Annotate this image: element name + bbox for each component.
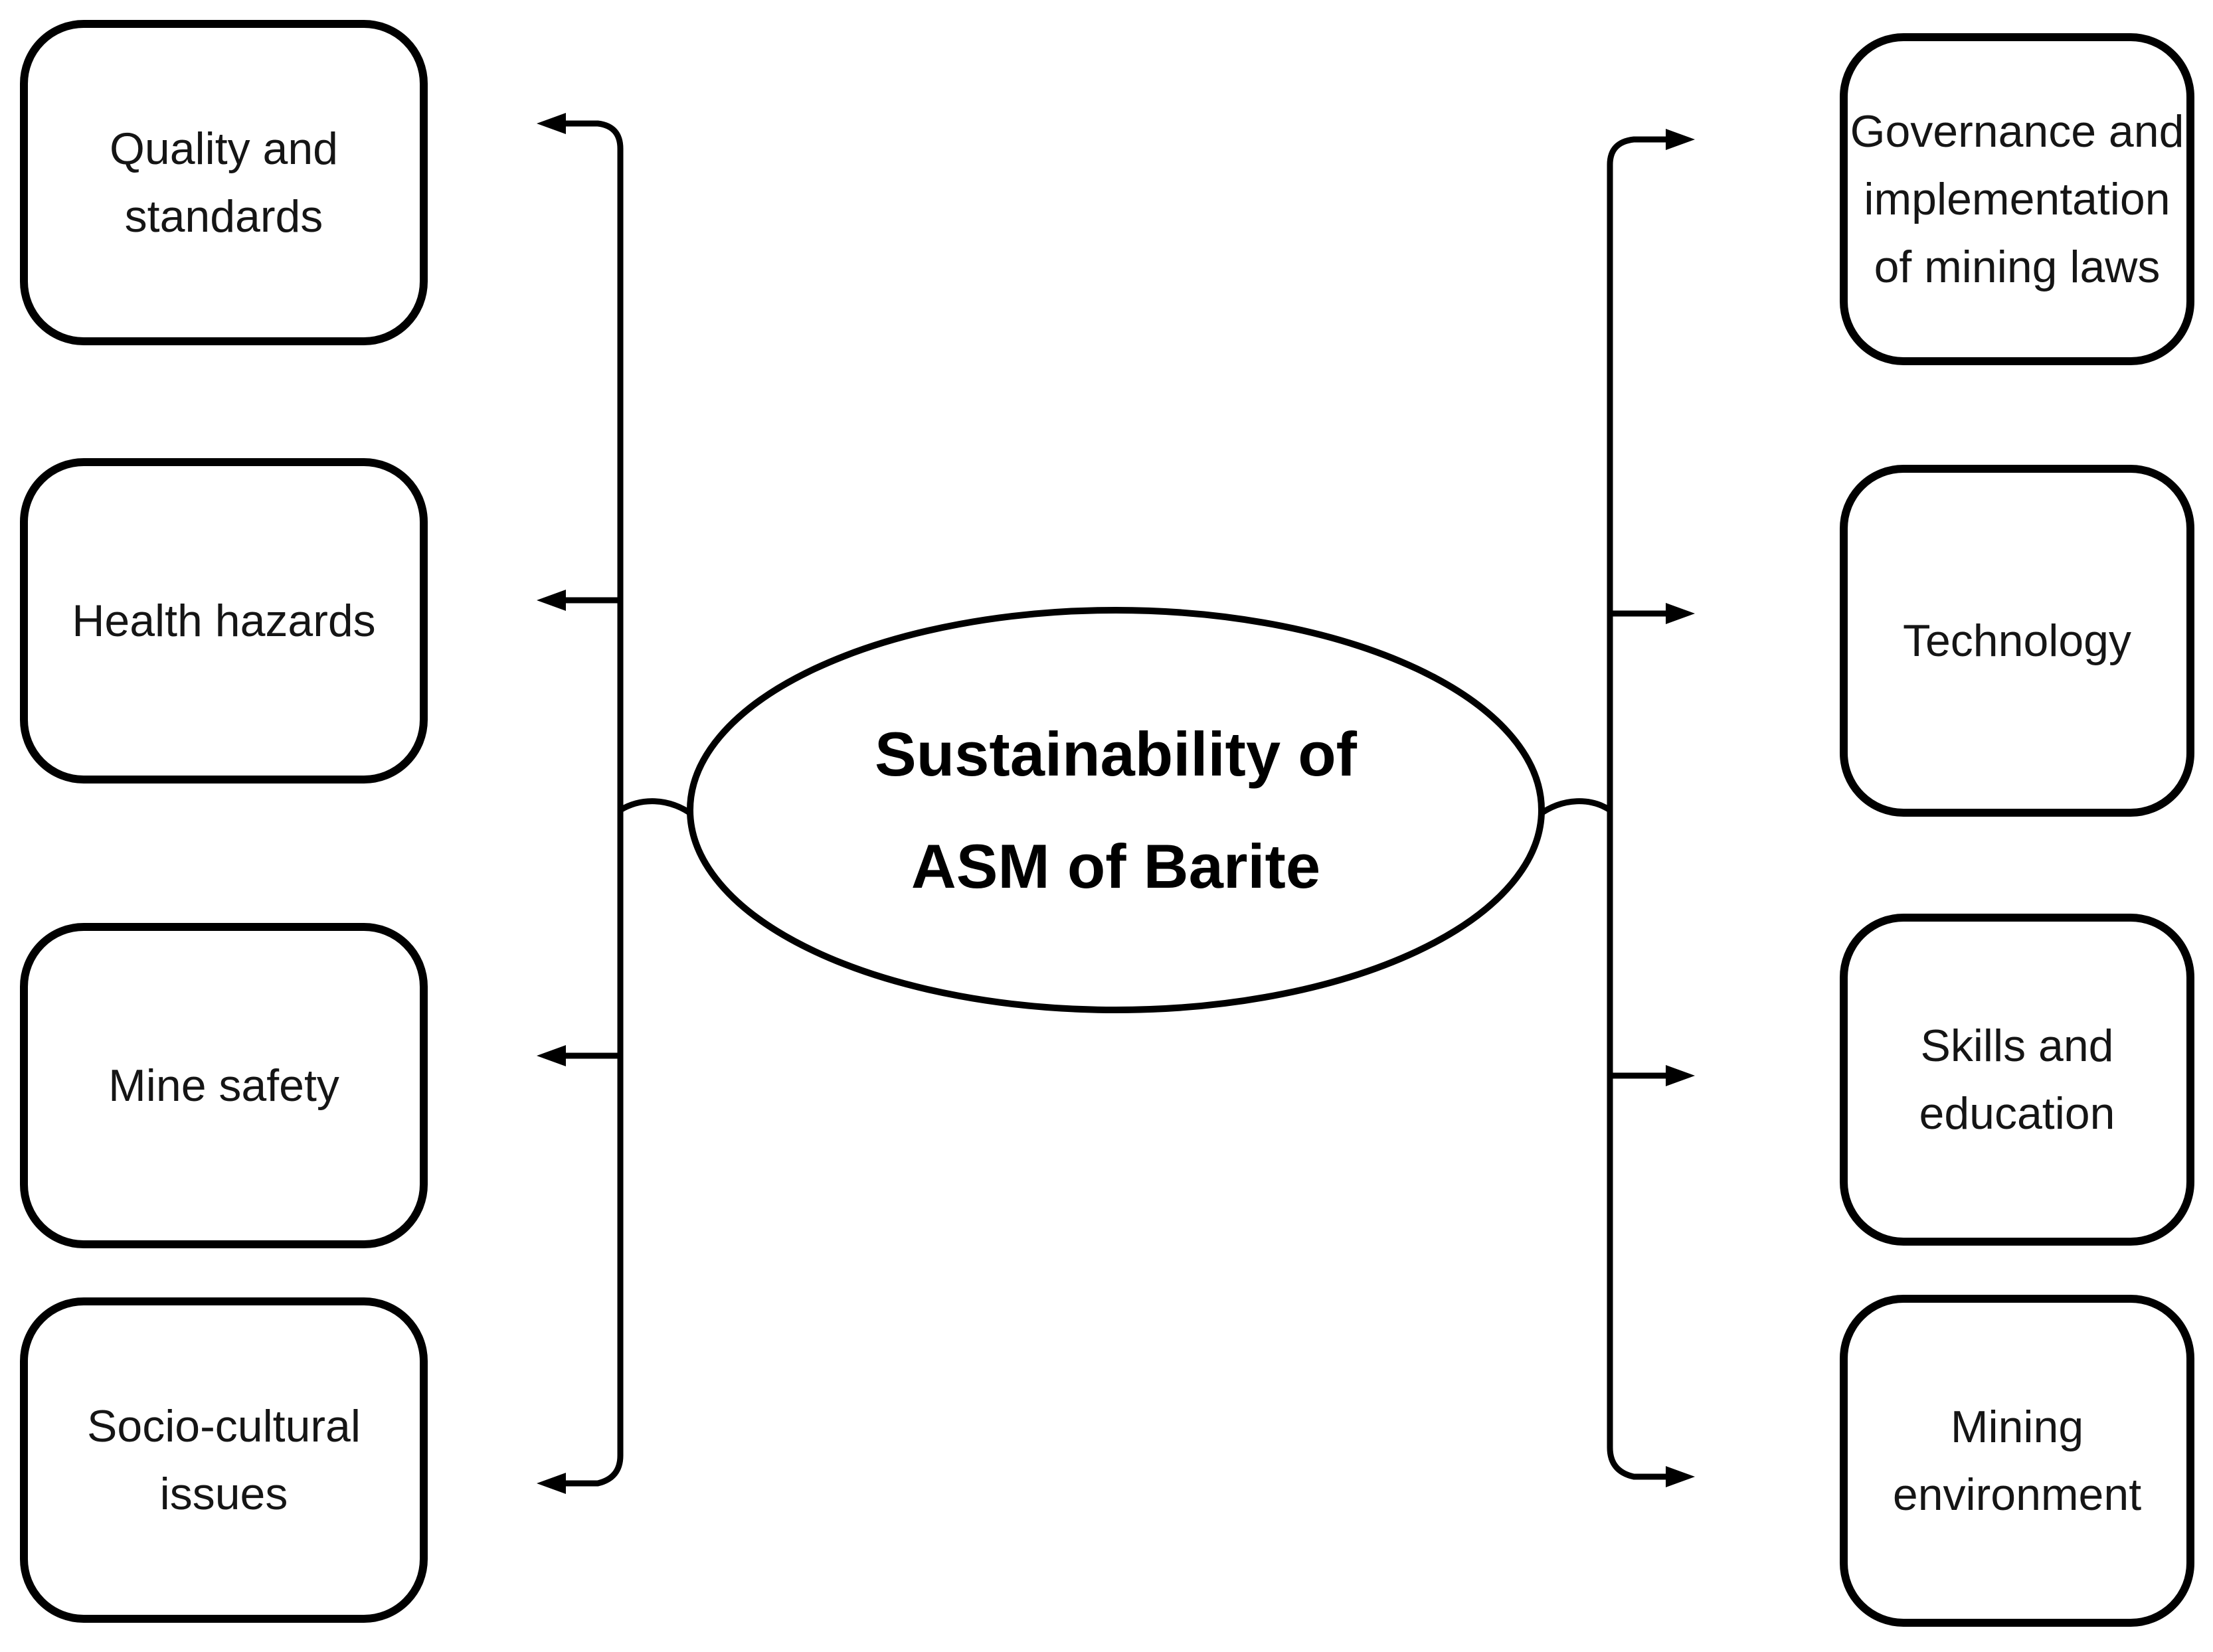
arrowhead-left-quality: [537, 113, 566, 134]
node-label-governance-mining-laws: Governance and implementation of mining …: [1850, 106, 2184, 292]
arrowhead-left-socio: [537, 1473, 566, 1494]
arrowhead-right-governance: [1666, 129, 1695, 150]
node-label-skills-and-education: Skills and education: [1919, 1021, 2115, 1139]
left-junction-connector: [617, 798, 697, 819]
node-label-mining-environment: Mining environment: [1892, 1402, 2142, 1520]
node-skills-and-education: Skills and education: [1840, 914, 2194, 1246]
node-governance-mining-laws: Governance and implementation of mining …: [1840, 33, 2194, 365]
node-mining-environment: Mining environment: [1840, 1295, 2194, 1627]
left-bracket-connector: [544, 120, 624, 1487]
arrowhead-left-health: [537, 590, 566, 611]
node-label-quality-and-standards: Quality and standards: [110, 124, 338, 242]
center-ellipse-node: Sustainability of ASM of Barite: [687, 607, 1545, 1013]
node-technology: Technology: [1840, 465, 2194, 817]
node-quality-and-standards: Quality and standards: [20, 20, 428, 345]
node-mine-safety: Mine safety: [20, 923, 428, 1248]
node-label-technology: Technology: [1902, 616, 2132, 666]
node-label-health-hazards: Health hazards: [72, 596, 376, 646]
node-health-hazards: Health hazards: [20, 458, 428, 784]
center-ellipse-outline: [687, 607, 1545, 1013]
arrowhead-right-mining-env: [1666, 1466, 1695, 1487]
node-label-socio-cultural-issues: Socio-cultural issues: [87, 1401, 361, 1519]
arrowhead-left-mine-safety: [537, 1045, 566, 1066]
node-socio-cultural-issues: Socio-cultural issues: [20, 1297, 428, 1623]
arrowhead-right-technology: [1666, 603, 1695, 624]
arrowhead-right-skills: [1666, 1065, 1695, 1086]
node-label-mine-safety: Mine safety: [108, 1060, 339, 1111]
right-bracket-connector: [1607, 136, 1686, 1480]
center-ellipse-label: Sustainability of ASM of Barite: [875, 718, 1357, 901]
right-junction-connector: [1535, 798, 1613, 819]
